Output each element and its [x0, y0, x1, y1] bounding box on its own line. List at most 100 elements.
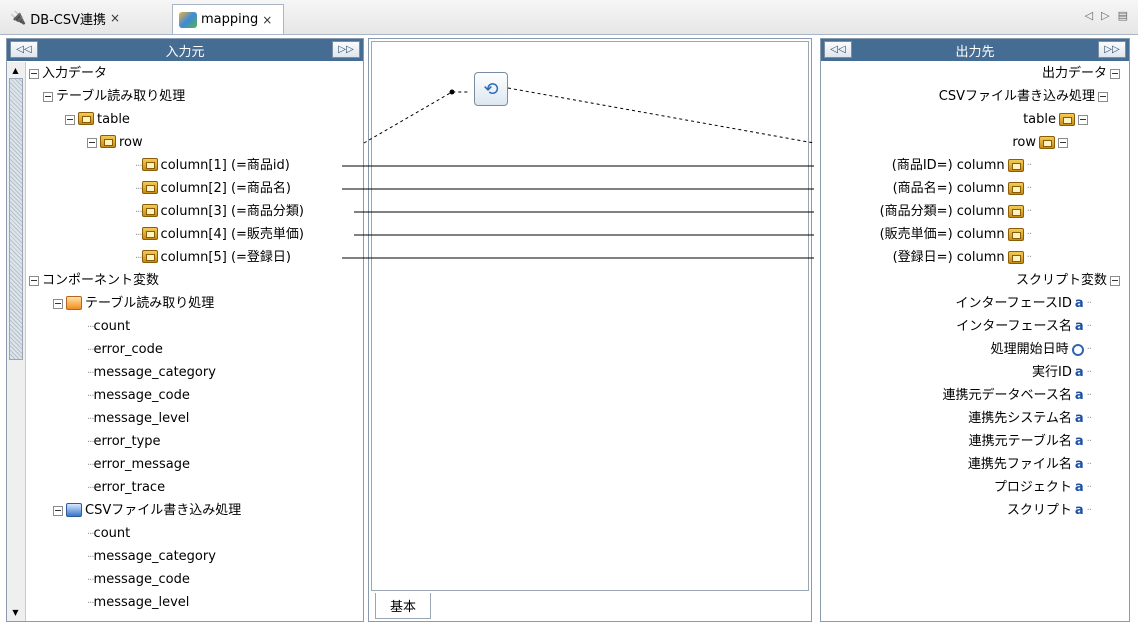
- tree-label: error_message: [93, 457, 190, 472]
- tab-db-csv[interactable]: 🔌 DB-CSV連携 ×: [4, 4, 172, 32]
- string-type-icon: a: [1074, 457, 1084, 472]
- tree-item-var[interactable]: ···error_code: [87, 342, 163, 357]
- tree-item-row[interactable]: row: [1012, 132, 1071, 154]
- close-icon[interactable]: ×: [262, 12, 273, 27]
- tree-label: error_type: [93, 434, 161, 449]
- column-icon: [1007, 158, 1024, 172]
- scroll-right-icon[interactable]: ▷: [1101, 9, 1110, 22]
- close-icon[interactable]: ×: [110, 11, 121, 25]
- tree-item-var[interactable]: ···count: [87, 319, 131, 334]
- tree-item-var[interactable]: ···message_level: [87, 595, 190, 610]
- string-type-icon: a: [1074, 319, 1084, 334]
- tree-label: 連携先システム名: [968, 411, 1072, 426]
- tree-item-out-column-2[interactable]: (商品名=) column··: [893, 178, 1032, 200]
- collapse-icon[interactable]: [1078, 115, 1088, 125]
- tree-label: 実行ID: [1032, 365, 1072, 380]
- tree-item-column-4[interactable]: ···column[4] (=販売単価): [135, 227, 304, 242]
- tree-item-script-var[interactable]: 処理開始日時··: [991, 339, 1092, 361]
- tree-label: CSVファイル書き込み処理: [85, 503, 242, 518]
- tree-item-var[interactable]: ···message_category: [87, 549, 216, 564]
- tree-item-column-5[interactable]: ···column[5] (=登録日): [135, 250, 291, 265]
- tree-item-column-1[interactable]: ···column[1] (=商品id): [135, 158, 290, 173]
- collapse-icon[interactable]: [1098, 92, 1108, 102]
- tree-item-var[interactable]: ···error_type: [87, 434, 161, 449]
- collapse-button[interactable]: ◁◁: [824, 41, 852, 58]
- tree-label: (商品分類=) column: [879, 204, 1005, 219]
- mapping-area[interactable]: ⟲: [371, 41, 809, 591]
- collapse-button[interactable]: ◁◁: [10, 41, 38, 58]
- scroll-thumb[interactable]: [9, 78, 23, 360]
- tree-item-table-read-vars[interactable]: テーブル読み取り処理: [53, 293, 214, 315]
- collapse-icon[interactable]: [65, 114, 75, 125]
- panel-title: 出力先: [955, 44, 995, 60]
- tree-label: 連携元データベース名: [942, 388, 1072, 403]
- tree-item-var[interactable]: ···error_trace: [87, 480, 166, 495]
- tab-basic[interactable]: 基本: [375, 593, 432, 619]
- tree-label: コンポーネント変数: [42, 273, 160, 288]
- tree-item-component-vars[interactable]: コンポーネント変数: [29, 270, 159, 292]
- scroll-up-icon[interactable]: ▲: [12, 65, 19, 75]
- expand-button[interactable]: ▷▷: [1098, 41, 1126, 58]
- expand-button[interactable]: ▷▷: [332, 41, 360, 58]
- tree-label: スクリプト変数: [1015, 273, 1107, 288]
- tree-label: スクリプト: [1006, 503, 1072, 518]
- mapping-canvas[interactable]: ⟲ 基本: [368, 38, 812, 622]
- tree-item-column-2[interactable]: ···column[2] (=商品名): [135, 181, 291, 196]
- collapse-icon[interactable]: [43, 91, 53, 102]
- tab-mapping[interactable]: mapping ×: [172, 4, 284, 34]
- tab-controls: ◁ ▷ ▤: [1085, 9, 1128, 22]
- tree-label: count: [93, 319, 131, 334]
- tree-item-table[interactable]: table: [65, 109, 130, 131]
- tree-item-column-3[interactable]: ···column[3] (=商品分類): [135, 204, 304, 219]
- tab-list-icon[interactable]: ▤: [1117, 9, 1128, 22]
- collapse-icon[interactable]: [29, 68, 39, 79]
- tree-item-row[interactable]: row: [87, 132, 143, 154]
- scroll-down-icon[interactable]: ▼: [12, 607, 19, 617]
- collapse-icon[interactable]: [1110, 69, 1120, 79]
- tree-item-out-column-1[interactable]: (商品ID=) column··: [892, 155, 1032, 177]
- vertical-scrollbar[interactable]: ▲ ▼: [7, 62, 26, 621]
- string-type-icon: a: [1074, 480, 1084, 495]
- tree-item-var[interactable]: ···message_code: [87, 572, 190, 587]
- tree-item-out-column-4[interactable]: (販売単価=) column··: [880, 224, 1032, 246]
- tree-item-input-data[interactable]: 入力データ: [29, 63, 107, 85]
- collapse-icon[interactable]: [53, 298, 63, 309]
- tree-item-output-data[interactable]: 出力データ: [1042, 63, 1123, 85]
- tree-label: 出力データ: [1041, 66, 1107, 81]
- tree-item-table[interactable]: table: [1023, 109, 1091, 131]
- tree-item-var[interactable]: ···count: [87, 526, 131, 541]
- tab-label: mapping: [201, 12, 259, 27]
- collapse-icon[interactable]: [1058, 138, 1068, 148]
- string-type-icon: a: [1074, 503, 1084, 518]
- column-icon: [141, 250, 158, 263]
- tree-label: error_trace: [93, 480, 166, 495]
- tree-item-script-vars[interactable]: スクリプト変数: [1016, 270, 1123, 292]
- tree-label: row: [1012, 135, 1036, 150]
- collapse-icon[interactable]: [87, 137, 97, 148]
- string-type-icon: a: [1074, 296, 1084, 311]
- column-icon: [1007, 227, 1024, 241]
- collapse-icon[interactable]: [29, 275, 39, 286]
- tree-item-var[interactable]: ···error_message: [87, 457, 190, 472]
- tree-item-var[interactable]: ···message_level: [87, 411, 190, 426]
- tree-item-var[interactable]: ···message_category: [87, 365, 216, 380]
- scroll-left-icon[interactable]: ◁: [1084, 9, 1094, 22]
- tree-item-out-column-3[interactable]: (商品分類=) column··: [879, 201, 1032, 223]
- collapse-icon[interactable]: [53, 505, 63, 516]
- tree-item-var[interactable]: ···message_code: [87, 388, 190, 403]
- tree-item-csv-write-vars[interactable]: CSVファイル書き込み処理: [53, 500, 241, 522]
- collapse-icon[interactable]: [1110, 276, 1120, 286]
- tree-item-csv-write[interactable]: CSVファイル書き込み処理: [939, 86, 1111, 108]
- tree-item-table-read[interactable]: テーブル読み取り処理: [43, 86, 185, 108]
- tree-item-out-column-5[interactable]: (登録日=) column··: [893, 247, 1032, 269]
- script-node-icon[interactable]: ⟲: [474, 72, 508, 106]
